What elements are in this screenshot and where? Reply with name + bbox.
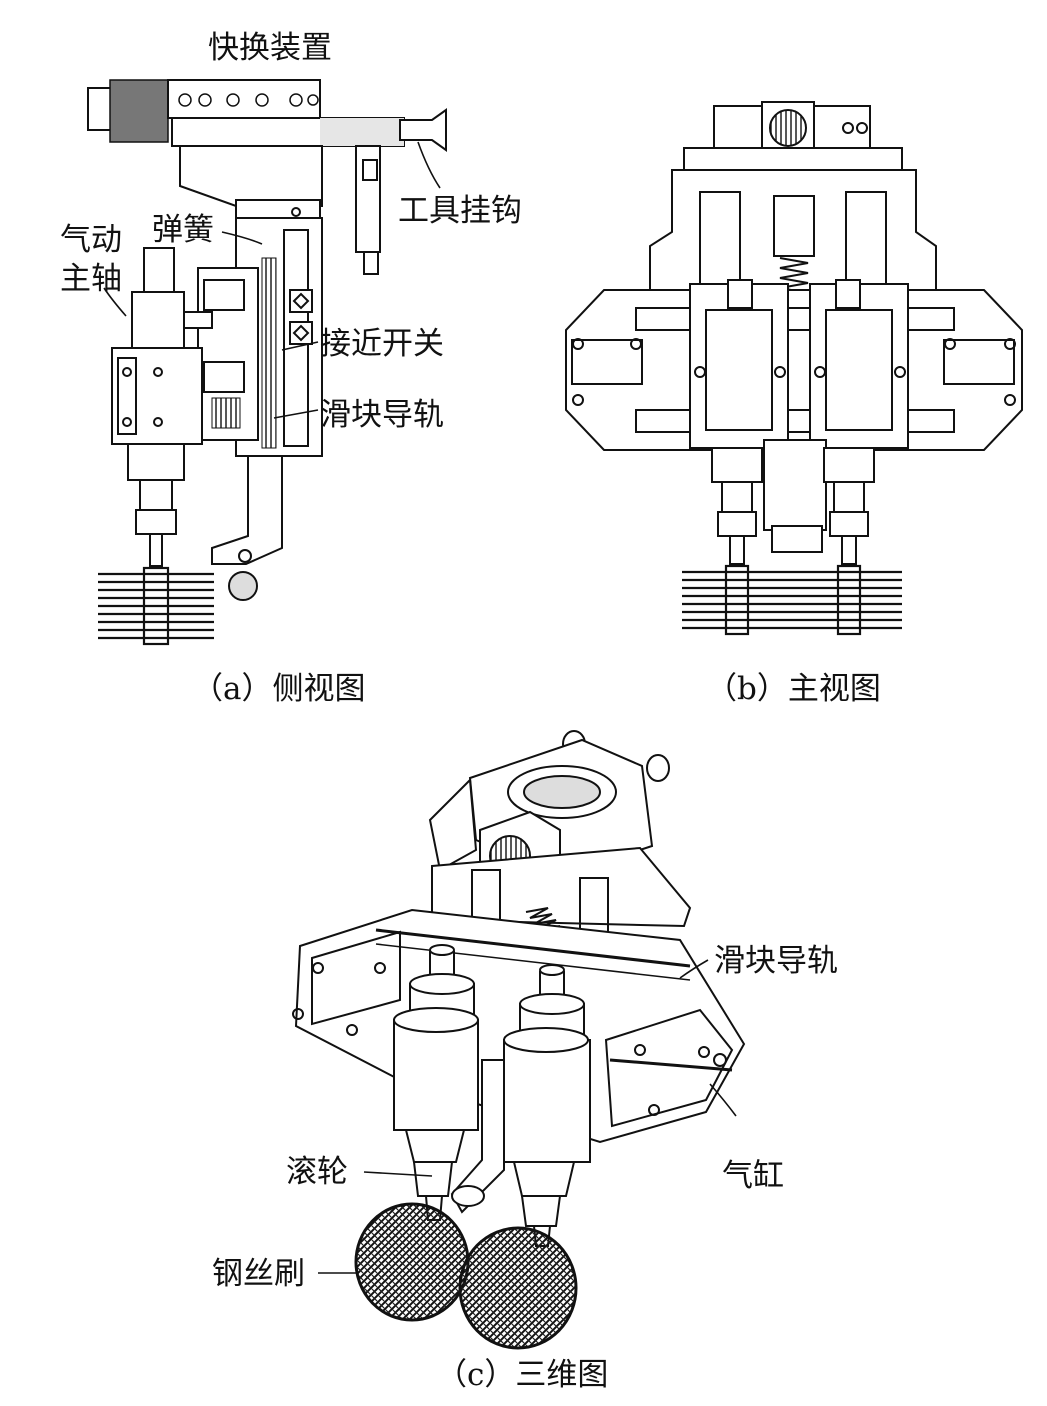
label-roller: 滚轮 <box>286 1154 348 1190</box>
label-pneumatic-spindle-1: 气动 <box>60 222 122 258</box>
label-pneumatic-spindle-2: 主轴 <box>60 261 122 297</box>
caption-side-view: （a）侧视图 <box>192 671 365 707</box>
side-wire-brush <box>98 566 214 646</box>
label-quick-change: 快换装置 <box>208 30 332 66</box>
connector-holes <box>178 93 319 107</box>
label-wire-brush: 钢丝刷 <box>212 1256 305 1292</box>
label-proximity-switch: 接近开关 <box>320 326 444 362</box>
label-cylinder: 气缸 <box>722 1158 784 1194</box>
side-view-leaders <box>103 141 441 419</box>
side-view-drawing <box>87 79 447 646</box>
label-spring: 弹簧 <box>152 212 214 248</box>
caption-front-view: （b）主视图 <box>706 671 881 707</box>
isometric-view-drawing <box>292 730 746 1350</box>
front-view-drawing <box>565 101 1023 636</box>
labels: 快换装置 工具挂钩 弹簧 气动 主轴 接近开关 滑块导轨 （a）侧视图 （b）主… <box>60 30 881 1393</box>
label-slide-rail-a: 滑块导轨 <box>320 397 444 433</box>
front-wire-brushes <box>682 564 902 636</box>
label-tool-hook: 工具挂钩 <box>398 193 522 229</box>
isometric-view-leaders <box>318 959 737 1274</box>
caption-3d-view: （c）三维图 <box>436 1357 608 1393</box>
label-slide-rail-c: 滑块导轨 <box>714 943 838 979</box>
